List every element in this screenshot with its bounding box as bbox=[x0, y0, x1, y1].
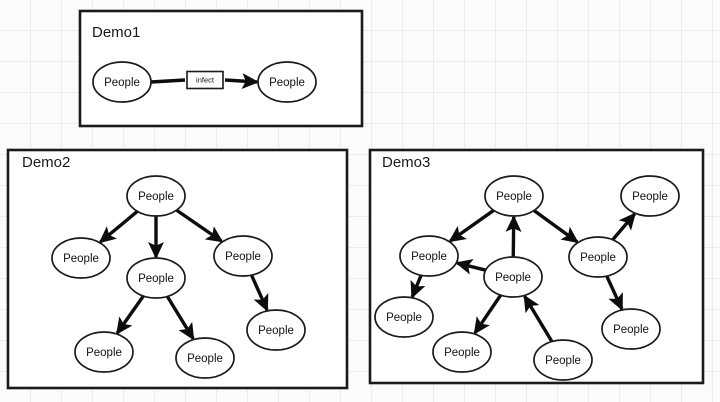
node-d2n1[interactable]: People bbox=[126, 175, 186, 217]
node-label: People bbox=[444, 347, 480, 359]
node-d2n6[interactable]: People bbox=[175, 337, 235, 379]
node-ellipse[interactable] bbox=[432, 331, 492, 373]
edge-demo2-5 bbox=[249, 274, 269, 312]
node-d3n1[interactable]: People bbox=[484, 175, 544, 217]
panel-title-demo2: Demo2 bbox=[22, 154, 70, 171]
edge-demo3-0 bbox=[448, 208, 495, 243]
edge-demo3-7 bbox=[473, 294, 503, 335]
node-d2n3[interactable]: People bbox=[126, 257, 186, 299]
node-d1n1[interactable]: People bbox=[92, 61, 152, 103]
edge-demo2-0 bbox=[98, 210, 139, 244]
node-ellipse[interactable] bbox=[74, 331, 134, 373]
node-label: People bbox=[138, 273, 174, 285]
node-ellipse[interactable] bbox=[51, 237, 111, 279]
node-d2n4[interactable]: People bbox=[213, 235, 273, 277]
node-label: People bbox=[104, 77, 140, 89]
node-d3n5[interactable]: People bbox=[483, 256, 543, 298]
node-ellipse[interactable] bbox=[246, 309, 306, 351]
edge-label-text: infect bbox=[196, 75, 215, 84]
panel-title-demo1: Demo1 bbox=[92, 24, 140, 41]
edge-demo1-0-b bbox=[224, 73, 260, 90]
node-ellipse[interactable] bbox=[126, 175, 186, 217]
node-label: People bbox=[269, 77, 305, 89]
node-ellipse[interactable] bbox=[374, 296, 434, 338]
node-label: People bbox=[495, 272, 531, 284]
edges-demo2 bbox=[98, 208, 269, 341]
node-d3n3[interactable]: People bbox=[399, 235, 459, 277]
node-label: People bbox=[580, 252, 616, 264]
edge-demo2-4 bbox=[165, 295, 195, 341]
edge-demo3-1 bbox=[532, 209, 579, 244]
node-d2n5[interactable]: People bbox=[74, 331, 134, 373]
node-d3n4[interactable]: People bbox=[568, 236, 628, 278]
node-d1n2[interactable]: People bbox=[257, 61, 317, 103]
panel-title-demo3: Demo3 bbox=[382, 154, 430, 171]
node-label: People bbox=[225, 251, 261, 263]
edge-demo3-3 bbox=[455, 258, 487, 275]
edge-label-box[interactable] bbox=[186, 70, 224, 90]
node-label: People bbox=[63, 253, 99, 265]
edge-label-demo1-0[interactable]: infect bbox=[186, 70, 224, 90]
edge-demo3-4 bbox=[611, 212, 636, 241]
node-label: People bbox=[613, 324, 649, 336]
node-d2n7[interactable]: People bbox=[246, 309, 306, 351]
node-d3n6[interactable]: People bbox=[374, 296, 434, 338]
node-label: People bbox=[138, 191, 174, 203]
node-d3n8[interactable]: People bbox=[533, 339, 593, 381]
edges-demo1 bbox=[150, 73, 260, 90]
node-d3n7[interactable]: People bbox=[432, 331, 492, 373]
node-ellipse[interactable] bbox=[257, 61, 317, 103]
node-ellipse[interactable] bbox=[533, 339, 593, 381]
edge-demo1-0-a bbox=[150, 78, 186, 84]
node-ellipse[interactable] bbox=[601, 308, 661, 350]
edge-demo3-6 bbox=[410, 274, 426, 299]
node-ellipse[interactable] bbox=[175, 337, 235, 379]
node-d3n9[interactable]: People bbox=[601, 308, 661, 350]
node-label: People bbox=[496, 191, 532, 203]
node-ellipse[interactable] bbox=[620, 175, 680, 217]
node-ellipse[interactable] bbox=[484, 175, 544, 217]
node-ellipse[interactable] bbox=[92, 61, 152, 103]
node-label: People bbox=[187, 353, 223, 365]
node-label: People bbox=[545, 355, 581, 367]
edge-demo2-2 bbox=[175, 208, 224, 243]
node-ellipse[interactable] bbox=[213, 235, 273, 277]
node-label: People bbox=[86, 347, 122, 359]
node-d3n2[interactable]: People bbox=[620, 175, 680, 217]
edges-demo3 bbox=[410, 208, 636, 343]
edge-demo3-8 bbox=[523, 294, 554, 343]
node-label: People bbox=[386, 312, 422, 324]
edge-demo3-5 bbox=[605, 275, 624, 311]
node-label: People bbox=[258, 325, 294, 337]
node-ellipse[interactable] bbox=[568, 236, 628, 278]
node-label: People bbox=[411, 251, 447, 263]
node-d2n2[interactable]: People bbox=[51, 237, 111, 279]
node-ellipse[interactable] bbox=[126, 257, 186, 299]
node-ellipse[interactable] bbox=[399, 235, 459, 277]
edge-demo2-3 bbox=[115, 295, 145, 335]
node-ellipse[interactable] bbox=[483, 256, 543, 298]
node-label: People bbox=[632, 191, 668, 203]
